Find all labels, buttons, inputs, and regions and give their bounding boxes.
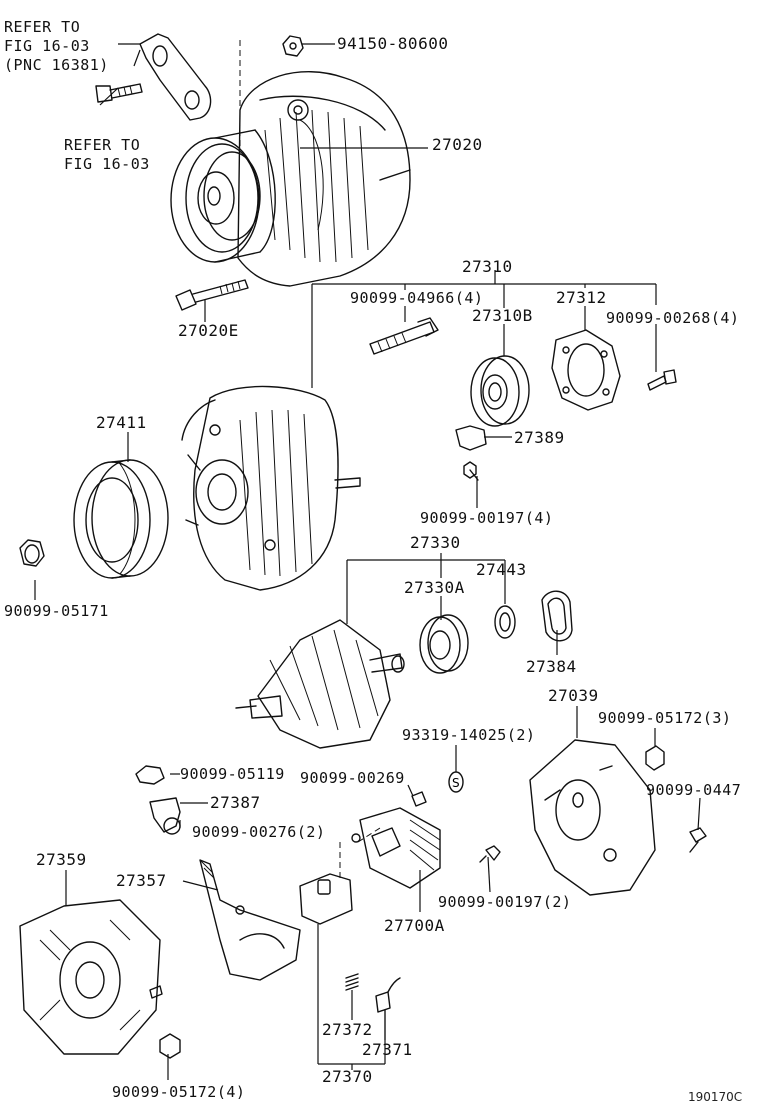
part-label-90099-05172-4: 90099-05172(4) <box>112 1083 246 1101</box>
part-27389 <box>455 425 487 451</box>
part-label-90099-00197-2: 90099-00197(2) <box>438 893 572 911</box>
rotor-27330 <box>235 619 405 749</box>
part-label-27312: 27312 <box>556 288 607 307</box>
ring-27384 <box>541 590 573 642</box>
part-label-27372: 27372 <box>322 1020 373 1039</box>
part-label-27389: 27389 <box>514 428 565 447</box>
part-label-27310: 27310 <box>462 257 513 276</box>
svg-text:S: S <box>452 776 460 790</box>
brush-27371 <box>375 977 401 1013</box>
part-label-27700a: 27700A <box>384 916 445 935</box>
part-label-27330a: 27330A <box>404 578 465 597</box>
washer-27443 <box>494 605 516 639</box>
part-label-94150-80600: 94150-80600 <box>337 34 449 53</box>
part-label-27443: 27443 <box>476 560 527 579</box>
part-label-27357: 27357 <box>116 871 167 890</box>
part-label-90099-00269: 90099-00269 <box>300 769 405 787</box>
nut-90099-05171 <box>19 539 45 567</box>
screw-90099-00197-lower <box>479 845 501 863</box>
part-label-27384: 27384 <box>526 657 577 676</box>
bearing-27310b <box>470 355 530 427</box>
pulley-27411 <box>73 459 169 579</box>
part-label-90099-00197-4: 90099-00197(4) <box>420 509 554 527</box>
insulator-27357 <box>199 859 301 981</box>
part-label-27310b: 27310B <box>472 306 533 325</box>
stud-93319-14025: S <box>448 771 464 793</box>
bearing-27330a <box>419 614 469 674</box>
part-label-27359: 27359 <box>36 850 87 869</box>
rear-cover-27039 <box>529 739 656 896</box>
part-label-90099-05119: 90099-05119 <box>180 765 285 783</box>
plate-27312 <box>551 329 621 411</box>
part-label-27020e: 27020E <box>178 321 239 340</box>
part-label-90099-05172-3: 90099-05172(3) <box>598 709 732 727</box>
brush-holder-27370 <box>299 873 353 925</box>
screw-90099-00197-upper <box>463 461 479 481</box>
part-label-93319-14025: 93319-14025(2) <box>402 726 536 744</box>
leader-lines <box>34 40 701 1080</box>
part-label-27039: 27039 <box>548 686 599 705</box>
part-label-90099-04966: 90099-04966(4) <box>350 289 484 307</box>
part-label-90099-00276: 90099-00276(2) <box>192 823 326 841</box>
part-label-27330: 27330 <box>410 533 461 552</box>
part-label-27411: 27411 <box>96 413 147 432</box>
screw-90099-0447 <box>689 827 707 853</box>
part-label-27371: 27371 <box>362 1040 413 1059</box>
nut-90099-05172-lower <box>159 1033 181 1059</box>
rear-end-frame-27359 <box>19 899 163 1055</box>
part-label-27020: 27020 <box>432 135 483 154</box>
part-label-90099-0447: 90099-0447 <box>646 781 742 799</box>
nut-90099-05119 <box>135 765 165 785</box>
reference-note-fig-16-03: REFER TO FIG 16-03 <box>64 136 150 173</box>
part-label-90099-00268: 90099-00268(4) <box>606 309 740 327</box>
nut-90099-05172-right <box>645 745 665 771</box>
stud-90099-04966 <box>369 317 439 355</box>
figure-code: 190170C <box>688 1090 743 1104</box>
part-27387 <box>149 797 181 835</box>
spring-27372 <box>345 973 359 991</box>
bolt-27020e <box>175 279 249 311</box>
alternator-assembly <box>95 33 411 287</box>
screw-90099-00269 <box>411 791 427 807</box>
reference-note-fig-16-03-pnc: REFER TO FIG 16-03 (PNC 16381) <box>4 18 109 74</box>
part-label-90099-05171: 90099-05171 <box>4 602 109 620</box>
part-label-27387: 27387 <box>210 793 261 812</box>
screw-90099-00268 <box>647 369 677 391</box>
part-label-27370: 27370 <box>322 1067 373 1086</box>
drive-end-frame <box>181 385 361 591</box>
regulator-27700a <box>351 807 441 889</box>
